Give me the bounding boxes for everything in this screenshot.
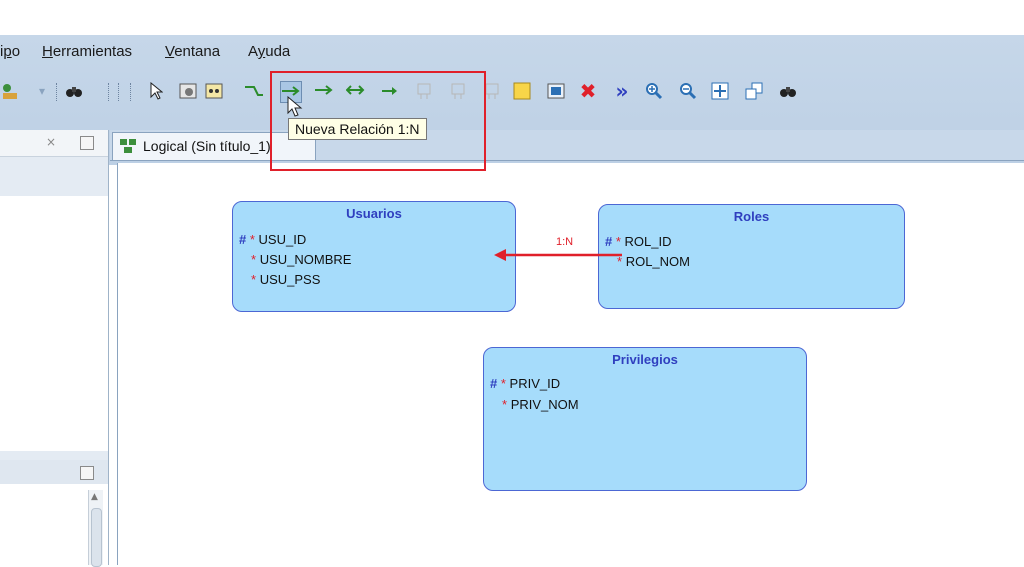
toolbar-separator xyxy=(118,83,121,101)
menu-bar: ipo Herramientas Ventana Ayuda xyxy=(0,35,1024,67)
relation-cardinality-label: 1:N xyxy=(556,236,574,248)
binoculars-icon[interactable] xyxy=(64,81,84,101)
attribute-row: * PRIV_NOM xyxy=(502,397,579,412)
note-icon[interactable] xyxy=(512,81,532,101)
menu-herramientas[interactable]: Herramientas xyxy=(42,43,133,60)
entity-title: Privilegios xyxy=(612,352,678,367)
scroll-thumb[interactable] xyxy=(91,508,102,567)
forward-icon[interactable]: » xyxy=(615,79,629,103)
entity-title: Roles xyxy=(733,209,770,224)
menu-ayuda[interactable]: Ayuda xyxy=(248,43,291,60)
table-disabled-icon[interactable] xyxy=(482,81,502,101)
tooltip: Nueva Relación 1:N xyxy=(288,118,427,140)
entity-privilegios[interactable]: Privilegios # * PRIV_ID * PRIV_NOM xyxy=(483,347,807,491)
toolbar-separator xyxy=(108,83,111,101)
dropdown-arrow-icon[interactable]: ▾ xyxy=(38,84,46,98)
minimize-icon[interactable] xyxy=(80,466,94,480)
zoom-in-icon[interactable] xyxy=(644,81,664,101)
tab-logical[interactable]: Logical (Sin título_1) xyxy=(112,132,316,160)
table-disabled-icon[interactable] xyxy=(448,81,468,101)
navigator-panel: × ▲ xyxy=(0,130,109,567)
screen-top-margin xyxy=(0,0,1024,35)
scrollbar[interactable]: ▲ xyxy=(88,490,103,567)
relation-m-n-icon[interactable] xyxy=(346,81,366,101)
attribute-row: # * PRIV_ID xyxy=(490,376,561,391)
scroll-up-icon[interactable]: ▲ xyxy=(91,492,98,502)
entity-title: Usuarios xyxy=(346,206,402,221)
structure-panel-header xyxy=(0,460,108,484)
navigator-header: × xyxy=(0,130,108,157)
view-icon[interactable] xyxy=(204,81,224,101)
table-disabled-icon[interactable] xyxy=(414,81,434,101)
picture-icon[interactable] xyxy=(546,81,566,101)
toolbar-separator xyxy=(130,83,133,101)
entity-icon[interactable] xyxy=(178,81,198,101)
attribute-row: * USU_NOMBRE xyxy=(251,252,352,267)
entity-roles[interactable]: Roles # * ROL_ID * ROL_NOM xyxy=(598,204,905,309)
menu-ventana[interactable]: Ventana xyxy=(165,43,221,60)
attribute-row: # * ROL_ID xyxy=(605,234,672,249)
relation-1-n-icon[interactable] xyxy=(280,81,302,103)
layout-icon[interactable] xyxy=(744,81,764,101)
minimize-icon[interactable] xyxy=(80,136,94,150)
relation-1-1-icon[interactable] xyxy=(244,81,264,101)
fit-icon[interactable] xyxy=(710,81,730,101)
relation-1-n-identifying-icon[interactable] xyxy=(314,81,334,101)
highlight-box xyxy=(270,71,486,171)
pointer-icon[interactable] xyxy=(146,81,166,101)
inheritance-icon[interactable] xyxy=(380,81,400,101)
zoom-out-icon[interactable] xyxy=(678,81,698,101)
entity-usuarios[interactable]: Usuarios # * USU_ID * USU_NOMBRE * USU_P… xyxy=(232,201,516,312)
attribute-row: # * USU_ID xyxy=(239,232,307,247)
relation-line[interactable] xyxy=(490,245,625,265)
attribute-row: * USU_PSS xyxy=(251,272,321,287)
mouse-cursor-icon xyxy=(287,96,303,117)
attribute-row: * ROL_NOM xyxy=(617,254,690,269)
toolbar-separator xyxy=(56,83,59,101)
tab-label: Logical (Sin título_1) xyxy=(143,138,271,154)
close-icon[interactable]: × xyxy=(46,135,57,149)
find-icon[interactable] xyxy=(778,81,798,101)
delete-icon[interactable]: ✖ xyxy=(579,79,597,103)
toolbar: ▾ ✖ » xyxy=(0,75,1024,109)
menu-equipo[interactable]: ipo xyxy=(0,43,21,60)
people-icon[interactable] xyxy=(0,81,20,101)
logical-model-icon xyxy=(119,138,137,158)
navigator-tree[interactable] xyxy=(0,196,108,451)
